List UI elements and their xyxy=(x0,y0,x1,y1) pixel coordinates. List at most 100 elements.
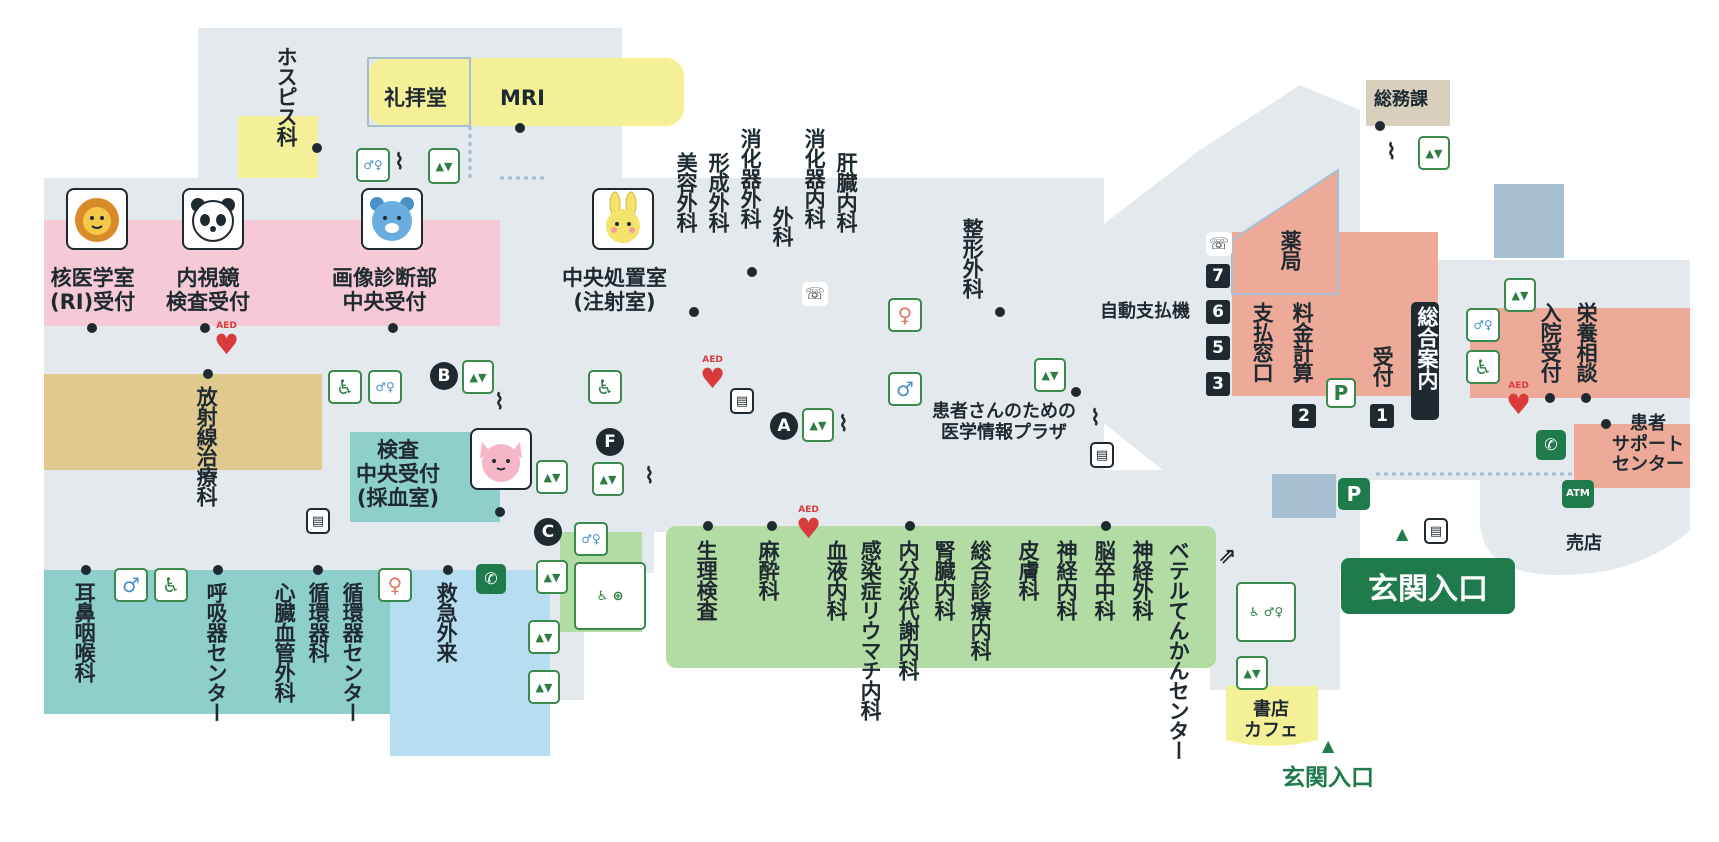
info-desk-box xyxy=(1411,302,1439,420)
label-infectious: 感染症リウマチ内科 xyxy=(858,540,883,720)
mens-restroom-icon: ♂ xyxy=(888,372,922,406)
label-mri: MRI xyxy=(500,86,545,110)
restroom-icon: ♂♀ xyxy=(368,370,402,404)
bear-icon xyxy=(361,188,423,250)
dashed-paths xyxy=(468,126,1574,476)
label-physiology: 生理検査 xyxy=(694,540,719,620)
counter-6: 6 xyxy=(1206,300,1230,324)
sub-entrance[interactable]: 玄関入口 xyxy=(1282,765,1374,791)
label-cardio-surgery: 心臓血管外科 xyxy=(272,582,297,702)
elevator-icon: ▲▼ xyxy=(536,460,568,494)
stairs-icon: ⌇ xyxy=(1090,406,1101,431)
wheelchair-icon: ♿ xyxy=(588,370,622,404)
wheelchair-icon: ♿ xyxy=(1466,350,1500,384)
stairs-icon: ⌇ xyxy=(494,390,505,415)
marker-f: F xyxy=(596,428,624,456)
elevator-icon: ▲▼ xyxy=(1034,358,1066,392)
counter-1: 1 xyxy=(1370,404,1394,428)
label-info-plaza: 患者さんのための 医学情報プラザ xyxy=(932,401,1076,443)
facility-grid-icon: ♿ ♂♀ xyxy=(1236,582,1296,642)
label-info-desk: 総合案内 xyxy=(1415,306,1439,390)
label-nuclear: 核医学室 (RI)受付 xyxy=(50,266,136,315)
aed-icon: AED♥ xyxy=(1506,381,1532,421)
zone-steel-top xyxy=(1494,184,1564,258)
label-endoscopy: 内視鏡 検査受付 xyxy=(166,266,250,315)
elevator-icon: ▲▼ xyxy=(1236,656,1268,690)
zone-support xyxy=(1574,424,1690,488)
label-lab-reception: 検査 中央受付 (採血室) xyxy=(356,438,440,511)
aed-icon: AED♥ xyxy=(214,321,240,361)
label-general-medicine: 総合診療内科 xyxy=(968,540,993,660)
zone-clinics xyxy=(666,526,1216,668)
womens-restroom-icon: ♀ xyxy=(888,298,922,332)
info-kiosk-icon: ▤ xyxy=(1090,442,1114,468)
counter-2: 2 xyxy=(1292,404,1316,428)
label-respiratory: 呼吸器センター xyxy=(204,582,229,722)
label-emergency: 救急外来 xyxy=(434,582,459,662)
zone-steel-left xyxy=(1272,474,1336,518)
label-gi-surgery: 消化器外科 xyxy=(738,128,763,228)
wheelchair-icon: ♿ xyxy=(154,568,188,602)
escalator-icon: ⇗ xyxy=(1218,544,1237,569)
label-radiation: 放射線治療科 xyxy=(194,386,219,506)
label-anesthesia: 麻酔科 xyxy=(756,540,781,600)
elevator-icon: ▲▼ xyxy=(528,670,560,704)
elevator-icon: ▲▼ xyxy=(1504,278,1536,312)
label-reception: 受付 xyxy=(1370,346,1395,386)
restroom-icon: ♂♀ xyxy=(574,522,608,556)
elevator-icon: ▲▼ xyxy=(528,620,560,654)
elevator-icon: ▲▼ xyxy=(802,408,834,442)
zone-top-yellow xyxy=(238,57,684,178)
zone-bookstore xyxy=(1226,686,1318,746)
elevator-icon: ▲▼ xyxy=(462,360,494,394)
label-epilepsy: ベテルてんかんセンター xyxy=(1166,540,1191,760)
marker-b: B xyxy=(430,362,458,390)
label-endocrine: 内分泌代謝内科 xyxy=(896,540,921,680)
label-treatment: 中央処置室 (注射室) xyxy=(562,266,667,315)
entrance-arrow-icon: ▲ xyxy=(1396,524,1409,543)
label-hospice: ホスピス科 xyxy=(274,46,299,146)
zone-pharmacy xyxy=(1231,168,1438,396)
zone-ent xyxy=(44,570,394,714)
counter-3: 3 xyxy=(1206,372,1230,396)
rabbit-icon xyxy=(592,188,654,250)
counter-5: 5 xyxy=(1206,336,1230,360)
marker-a: A xyxy=(770,412,798,440)
label-dermatology: 皮膚科 xyxy=(1016,540,1041,600)
label-auto-payment: 自動支払機 xyxy=(1100,301,1190,322)
lion-icon xyxy=(66,188,128,250)
main-entrance[interactable]: 玄関入口 xyxy=(1341,558,1515,614)
label-admission: 入院受付 xyxy=(1538,302,1563,382)
label-circulatory-center: 循環器センター xyxy=(340,582,365,722)
elevator-icon: ▲▼ xyxy=(536,560,568,594)
label-pharmacy: 薬局 xyxy=(1278,230,1303,270)
phone-icon: ✆ xyxy=(1536,430,1566,460)
label-neurosurgery: 神経外科 xyxy=(1130,540,1155,620)
parking-icon: P xyxy=(1326,378,1356,408)
label-nutrition: 栄養相談 xyxy=(1574,302,1599,382)
zone-admission xyxy=(1470,308,1690,398)
label-liver: 肝臓内科 xyxy=(834,152,859,232)
label-cosmetic: 美容外科 xyxy=(674,152,699,232)
stairs-icon: ⌇ xyxy=(394,150,405,175)
marker-c: C xyxy=(534,518,562,546)
consultation-icon: ☏ xyxy=(802,282,828,306)
label-imaging: 画像診断部 中央受付 xyxy=(332,266,437,315)
zone-radiation xyxy=(44,374,322,470)
label-circulatory: 循環器科 xyxy=(306,582,331,662)
label-general-affairs: 総務課 xyxy=(1374,89,1428,110)
stairs-icon: ⌇ xyxy=(1386,140,1397,165)
label-plastic: 形成外科 xyxy=(706,152,731,232)
elevator-icon: ▲▼ xyxy=(592,462,624,496)
label-neuro-internal: 神経内科 xyxy=(1054,540,1079,620)
stairs-icon: ⌇ xyxy=(644,464,655,489)
info-kiosk-icon: ▤ xyxy=(730,388,754,414)
label-stroke: 脳卒中科 xyxy=(1092,540,1117,620)
panda-icon xyxy=(182,188,244,250)
entrance-arrow-icon: ▲ xyxy=(1322,736,1335,755)
stairs-icon: ⌇ xyxy=(838,412,849,437)
zone-emergency xyxy=(390,570,550,756)
aed-icon: AED♥ xyxy=(796,505,822,545)
label-bookstore: 書店 カフェ xyxy=(1244,699,1298,741)
label-patient-support: 患者 サポート センター xyxy=(1612,413,1684,476)
